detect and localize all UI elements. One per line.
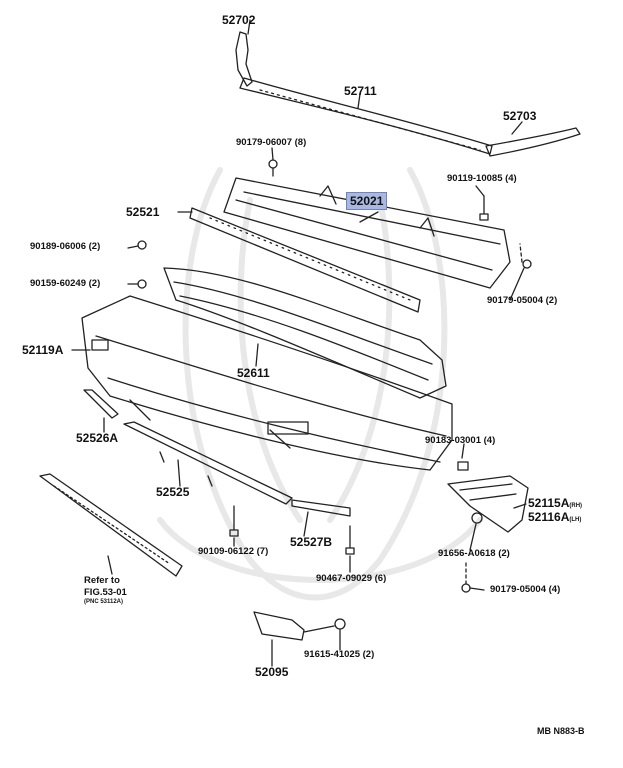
part-lower-grille (39, 473, 183, 577)
clip-91615-41025 (334, 618, 346, 630)
nut-90179-05004-4 (461, 583, 471, 593)
label-52095: 52095 (255, 665, 289, 679)
bolt-90119-10085 (479, 195, 489, 221)
label-52115A-number: 52115A (528, 496, 570, 510)
part-52021-reinforcement (223, 177, 511, 289)
label-52702: 52702 (222, 13, 256, 27)
label-52611: 52611 (237, 366, 270, 380)
clip-90159-60249 (137, 279, 147, 289)
refer-line-2[interactable]: FIG.53-01 (84, 586, 127, 598)
bolt-90109-06122 (229, 505, 239, 537)
label-52521: 52521 (126, 205, 160, 219)
label-52525: 52525 (156, 485, 190, 499)
label-52703: 52703 (503, 109, 537, 123)
nut-90179-05004 (522, 259, 532, 269)
refer-note: Refer to FIG.53-01 (PNC 53112A) (84, 576, 127, 605)
label-52115A-side: (RH) (569, 503, 583, 509)
part-52525-lower-molding (123, 421, 293, 505)
label-91615-41025: 91615-41025 (2) (304, 649, 375, 660)
watermark-emblem (157, 167, 483, 601)
part-52703-molding (485, 127, 581, 157)
label-52116A-side: (LH) (569, 517, 582, 523)
label-90179-05004-4: 90179-05004 (4) (490, 584, 561, 595)
label-52711: 52711 (344, 84, 377, 98)
part-52702-molding (235, 31, 253, 87)
part-52611-absorber (163, 267, 447, 399)
clip-90183-03001 (457, 461, 469, 471)
screw-90467-09029 (345, 525, 355, 555)
label-52119A: 52119A (22, 343, 64, 357)
part-52711-molding (239, 77, 493, 155)
clip-90189-06006 (137, 240, 147, 250)
part-52119A-bumper-cover (81, 295, 453, 471)
clip-91656-A0618 (471, 512, 483, 524)
label-52526A: 52526A (76, 431, 119, 445)
part-52095-bracket (253, 611, 305, 641)
part-52521-bracket (189, 207, 421, 313)
label-52021-highlighted[interactable]: 52021 (346, 192, 388, 210)
label-90179-05004-2: 90179-05004 (2) (487, 295, 558, 306)
label-90189-06006: 90189-06006 (2) (30, 241, 101, 252)
bolt-90179-06007 (268, 159, 278, 169)
part-52527B-extension (291, 499, 351, 517)
label-52115A: 52115A(RH) (528, 497, 582, 509)
label-52527B: 52527B (290, 535, 333, 549)
label-90467-09029: 90467-09029 (6) (316, 573, 387, 584)
label-90183-03001: 90183-03001 (4) (425, 435, 496, 446)
diagram-code: MB N883-B (537, 726, 585, 736)
label-91656-A0618: 91656-A0618 (2) (438, 548, 510, 559)
refer-line-1: Refer to (84, 575, 120, 586)
part-52526A-extension (83, 389, 119, 419)
label-90159-60249: 90159-60249 (2) (30, 278, 101, 289)
refer-line-3: (PNC 53112A) (84, 599, 124, 605)
label-90119-10085: 90119-10085 (4) (447, 173, 517, 184)
label-90179-06007: 90179-06007 (8) (236, 137, 307, 148)
label-52116A: 52116A(LH) (528, 511, 581, 523)
label-90109-06122: 90109-06122 (7) (198, 546, 269, 557)
label-52116A-number: 52116A (528, 510, 570, 524)
part-52115A-retainer (447, 475, 529, 533)
